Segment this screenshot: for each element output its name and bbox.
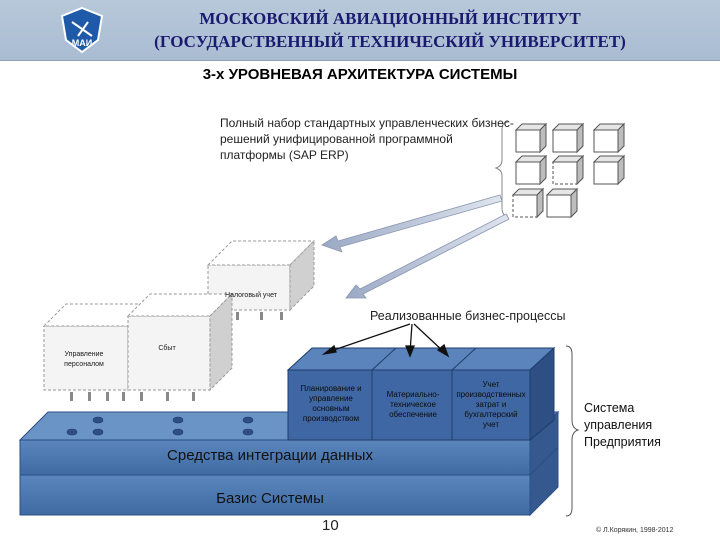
mai-logo: МАИ xyxy=(60,6,104,54)
tax-cube-label: Налоговый учет xyxy=(225,292,277,299)
system-management-label: Система управления Предприятия xyxy=(584,401,661,449)
header-bar: МАИ МОСКОВСКИЙ АВИАЦИОННЫЙ ИНСТИТУТ (ГОС… xyxy=(0,0,720,61)
institute-name: МОСКОВСКИЙ АВИАЦИОННЫЙ ИНСТИТУТ xyxy=(199,9,581,28)
cube-small xyxy=(551,122,585,154)
cube-small xyxy=(514,122,548,154)
process-arrows xyxy=(321,323,450,358)
arrow-to-tax-cube xyxy=(321,194,503,253)
slide-title: 3-х УРОВНЕВАЯ АРХИТЕКТУРА СИСТЕМЫ xyxy=(202,66,518,83)
system-bracket xyxy=(565,345,580,517)
module-material-label: Материально-техническое обеспечение xyxy=(386,390,440,419)
cube-small xyxy=(514,154,548,186)
standard-solution-cubes xyxy=(511,122,626,219)
arrow-to-processes xyxy=(345,213,510,299)
logo-text: МАИ xyxy=(72,38,92,48)
sales-cube-label: Сбыт xyxy=(158,345,176,352)
base-layer xyxy=(19,445,559,517)
module-accounting-label: Учет производственных затрат и бухгалтер… xyxy=(456,380,526,429)
cube-small xyxy=(551,154,585,186)
institute-subtitle: (ГОСУДАРСТВЕННЫЙ ТЕХНИЧЕСКИЙ УНИВЕРСИТЕТ… xyxy=(154,32,626,51)
page-number: 10 xyxy=(322,517,339,534)
copyright: © Л.Корякин, 1998-2012 xyxy=(596,527,674,534)
hr-cube-label: Управление персоналом xyxy=(64,351,104,368)
sales-cube xyxy=(126,292,234,401)
cube-small xyxy=(592,154,626,186)
base-layer-label: Базис Системы xyxy=(216,490,324,507)
standard-solutions-caption: Полный набор стандартных управленческих … xyxy=(220,116,514,162)
cube-small xyxy=(545,187,579,219)
cube-small xyxy=(592,122,626,154)
module-block xyxy=(286,346,556,442)
integration-layer-label: Средства интеграции данных xyxy=(167,447,373,464)
realized-processes-label: Реализованные бизнес-процессы xyxy=(370,309,566,323)
module-planning-label: Планирование и управление основным произ… xyxy=(300,384,362,423)
cube-small xyxy=(511,187,545,219)
text-bracket xyxy=(494,121,509,217)
